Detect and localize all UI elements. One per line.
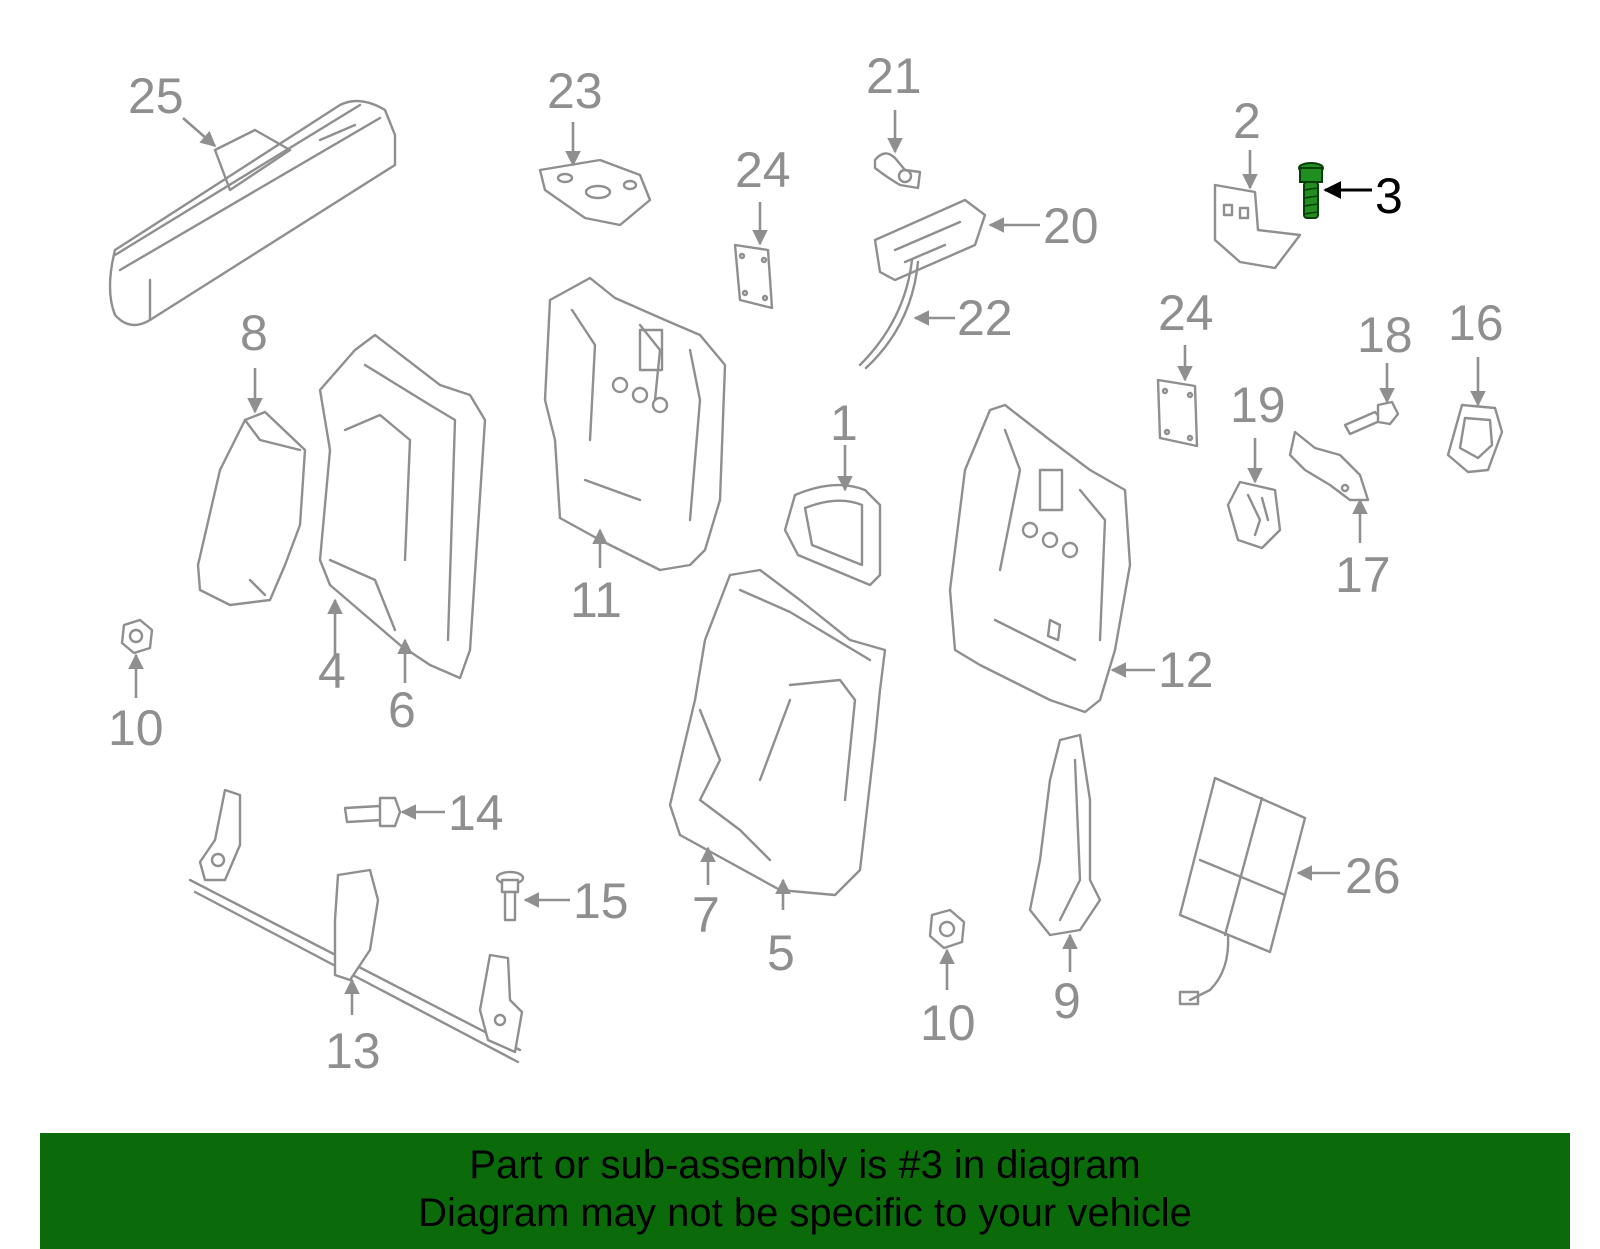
callout-11: 11: [570, 572, 622, 628]
part-1-headrest: [783, 483, 882, 587]
callout-10-center: 10: [920, 995, 976, 1051]
callout-1: 1: [830, 395, 858, 451]
part-25-armrest: [108, 99, 397, 327]
part-11-back-frame: [543, 276, 727, 572]
callout-25: 25: [128, 68, 184, 124]
callout-26: 26: [1345, 848, 1401, 904]
part-2-bracket: [1213, 183, 1302, 270]
info-banner: Part or sub-assembly is #3 in diagram Di…: [40, 1133, 1570, 1249]
callout-17: 17: [1335, 547, 1391, 603]
callout-4: 4: [318, 643, 346, 699]
callout-18: 18: [1357, 307, 1413, 363]
callout-6: 6: [388, 682, 416, 738]
callout-16: 16: [1448, 295, 1504, 351]
part-18-screw: [1343, 400, 1400, 436]
part-26-heater: [1178, 776, 1307, 1006]
part-23-bracket: [538, 158, 652, 227]
part-19-handle: [1226, 480, 1282, 550]
banner-line-1: Part or sub-assembly is #3 in diagram: [469, 1143, 1141, 1187]
banner-line-2: Diagram may not be specific to your vehi…: [418, 1191, 1192, 1235]
part-21-clip: [873, 152, 922, 190]
part-8-side-panel: [196, 410, 307, 607]
callout-24-left: 24: [735, 142, 791, 198]
callout-7: 7: [692, 887, 720, 943]
callout-13: 13: [325, 1023, 381, 1079]
callout-19: 19: [1230, 377, 1286, 433]
callout-2: 2: [1233, 93, 1261, 149]
leader-lines: [128, 110, 1486, 1015]
part-9-trim: [1028, 733, 1102, 937]
callout-3-highlighted: 3: [1375, 168, 1403, 224]
callout-9: 9: [1053, 973, 1081, 1029]
part-3-bolt: [1298, 162, 1324, 219]
callout-24-right: 24: [1158, 285, 1214, 341]
part-14-bolt: [343, 796, 402, 828]
callout-20: 20: [1043, 198, 1099, 254]
part-16-bezel: [1446, 403, 1504, 474]
part-10-nut-a: [120, 618, 154, 655]
callout-22: 22: [957, 290, 1013, 346]
part-20-latch: [873, 198, 987, 282]
part-7-5-cushion: [668, 568, 887, 897]
part-24-pad-b: [1156, 378, 1199, 448]
callout-23: 23: [547, 63, 603, 119]
callout-numbers: 1 2 3 4 5 6 7 8 9 10 10 11 12 13 14 15 1…: [108, 48, 1504, 1079]
part-22-cable: [858, 258, 920, 370]
callout-15: 15: [573, 873, 629, 929]
part-15-bolt: [495, 870, 525, 922]
callout-21: 21: [866, 48, 922, 104]
callout-5: 5: [767, 925, 795, 981]
part-24-pad-a: [733, 243, 774, 310]
part-4-trim: [318, 333, 487, 680]
callout-14: 14: [448, 785, 504, 841]
part-17-plate: [1288, 430, 1370, 502]
part-13-frame: [188, 788, 524, 1064]
part-10-nut-b: [928, 908, 966, 950]
callout-10-left: 10: [108, 700, 164, 756]
part-12-back-frame: [948, 403, 1132, 714]
callout-12: 12: [1158, 642, 1214, 698]
callout-8: 8: [240, 305, 268, 361]
